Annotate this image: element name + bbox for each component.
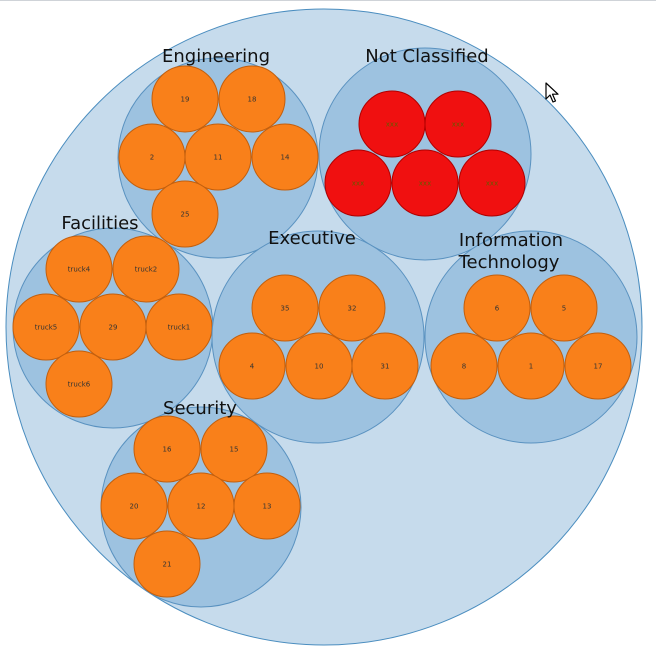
node-label: xxx [352,180,364,188]
node-circle[interactable] [151,65,219,133]
node-circle[interactable] [251,123,319,191]
node-label: 5 [562,305,566,313]
group-facilities[interactable]: truck4 truck2 truck5 29 truck1 truck6 Faciliti… [12,213,214,429]
node-label: 4 [250,363,255,371]
node-label: 15 [230,446,239,454]
node-circle[interactable] [391,149,459,217]
node-label: xxx [486,180,498,188]
node-label: 18 [248,96,257,104]
group-title-facilities: Facilities [61,213,138,234]
node-label: 20 [130,503,139,511]
node-circle[interactable] [458,149,526,217]
node-label: truck6 [68,381,91,389]
node-circle[interactable] [200,415,268,483]
group-title-not-classified: Not Classified [365,46,488,67]
node-label: truck2 [135,266,157,274]
group-title-information-technology: Information [459,230,563,251]
group-executive[interactable]: 35 32 4 10 31 Executive [211,228,425,444]
node-label: 31 [381,363,390,371]
node-circle[interactable] [133,530,201,598]
node-label: 8 [462,363,466,371]
node-label: truck4 [68,266,91,274]
window-top-border [0,0,656,1]
node-label: 25 [181,211,190,219]
node-label: xxx [452,121,464,129]
group-title-information-technology: Technology [458,252,560,273]
node-circle[interactable] [351,332,419,400]
node-circle[interactable] [497,332,565,400]
node-circle[interactable] [251,274,319,342]
group-title-engineering: Engineering [162,46,270,67]
node-circle[interactable] [233,472,301,540]
node-circle[interactable] [45,350,113,418]
node-circle[interactable] [324,149,392,217]
node-circle[interactable] [530,274,598,342]
node-label: 10 [315,363,324,371]
node-circle[interactable] [151,180,219,248]
node-label: 35 [281,305,290,313]
node-circle[interactable] [318,274,386,342]
node-label: 11 [214,154,223,162]
node-label: 2 [150,154,154,162]
node-circle[interactable] [133,415,201,483]
group-title-executive: Executive [268,228,356,249]
node-label: 6 [495,305,500,313]
node-label: xxx [386,121,398,129]
node-label: 17 [594,363,603,371]
node-circle[interactable] [100,472,168,540]
node-label: 16 [163,446,172,454]
group-title-security: Security [163,398,237,419]
node-circle[interactable] [463,274,531,342]
node-label: truck5 [35,324,57,332]
node-circle[interactable] [12,293,80,361]
node-label: 14 [281,154,290,162]
group-security[interactable]: 16 15 20 12 13 21 Security [100,398,302,608]
node-label: 13 [263,503,272,511]
node-label: 12 [197,503,206,511]
node-label: 19 [181,96,190,104]
node-circle[interactable] [218,332,286,400]
group-engineering[interactable]: 19 18 2 11 14 25 Engineering [117,46,319,259]
node-circle[interactable] [45,235,113,303]
node-label: 32 [348,305,357,313]
node-label: 1 [529,363,533,371]
node-label: truck1 [168,324,190,332]
node-label: 21 [163,561,172,569]
group-not-classified[interactable]: xxx xxx xxx xxx xxx Not Classified [318,46,532,261]
node-circle[interactable] [564,332,632,400]
node-label: xxx [419,180,431,188]
node-circle[interactable] [184,123,252,191]
node-circle[interactable] [112,235,180,303]
node-circle[interactable] [430,332,498,400]
node-circle[interactable] [218,65,286,133]
mouse-pointer-icon [545,82,559,103]
node-label: 29 [109,324,118,332]
node-circle[interactable] [424,90,492,158]
